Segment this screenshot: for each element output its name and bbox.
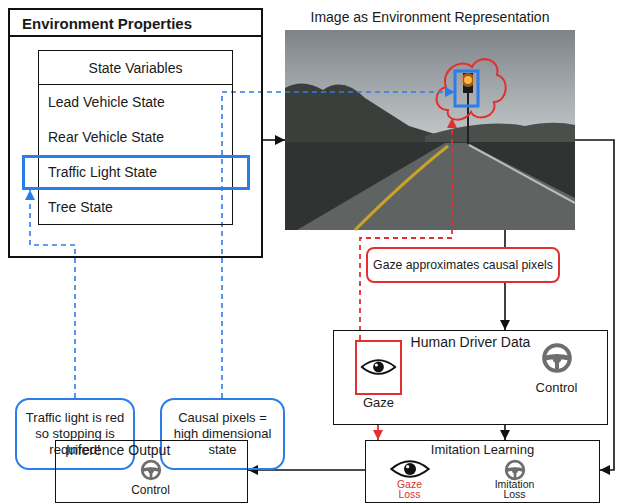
light-housing xyxy=(463,73,473,93)
node-text: State Variables xyxy=(39,51,232,85)
sky xyxy=(285,30,575,230)
list-item: Tree State xyxy=(38,190,233,225)
list-box: State VariablesLead Vehicle StateRear Ve… xyxy=(38,50,233,225)
eye-icon xyxy=(391,461,428,476)
connector xyxy=(30,190,75,398)
red-light xyxy=(464,76,472,84)
connector xyxy=(377,425,379,440)
steering-wheel-icon xyxy=(142,461,160,479)
node-text: Imitation Learning xyxy=(366,441,599,457)
image-panel: Image as Environment Representation xyxy=(285,8,575,230)
node-text: Rear Vehicle State xyxy=(38,120,233,155)
list-item: Rear Vehicle State xyxy=(38,120,233,155)
node-text: Tree State xyxy=(38,190,233,225)
node-text: Environment Properties xyxy=(10,10,261,37)
causal-box xyxy=(455,71,478,106)
connector xyxy=(575,140,614,470)
connector xyxy=(504,425,506,440)
tree-line xyxy=(285,83,435,152)
eye-icon xyxy=(362,360,396,374)
list-item: Lead Vehicle State xyxy=(38,85,233,120)
ground xyxy=(285,142,575,230)
callout-box: Causal pixels = high dimensional state xyxy=(160,398,285,470)
node-text: Gaze xyxy=(345,395,412,411)
road xyxy=(297,143,575,230)
road-scene-image xyxy=(285,30,575,230)
connector xyxy=(360,118,452,340)
lane-line xyxy=(355,146,448,230)
gaze-box: Gaze xyxy=(355,340,402,395)
icon-label: Control xyxy=(522,380,592,396)
connector xyxy=(263,139,285,141)
callout-box: Gaze approximates causal pixels xyxy=(366,247,560,283)
highlighted-item: Traffic Light State xyxy=(22,155,250,190)
hill xyxy=(425,123,575,152)
road-edge xyxy=(469,145,575,203)
steering-wheel-icon xyxy=(506,461,524,479)
node-text: Inference Output xyxy=(56,441,247,458)
light-pole xyxy=(467,90,469,144)
icon-label: Control xyxy=(116,483,186,497)
icon-label: Imitation Loss xyxy=(485,479,545,500)
gaze-cloud xyxy=(436,59,505,120)
icon-label: Gaze Loss xyxy=(387,479,433,500)
node-text: Image as Environment Representation xyxy=(285,8,575,26)
output-box: Inference OutputControl xyxy=(55,440,248,503)
data-box: Human Driver DataGazeControl xyxy=(333,330,608,425)
group-box: Environment PropertiesState VariablesLea… xyxy=(8,8,263,258)
node-text: Causal pixels = high dimensional state xyxy=(167,410,278,458)
node-text: Lead Vehicle State xyxy=(38,85,233,120)
steering-wheel-icon xyxy=(544,345,570,371)
process-box: Imitation LearningGaze Loss Imitation Los… xyxy=(365,440,600,503)
callout-box: Traffic light is red so stopping is requ… xyxy=(15,398,135,470)
light-glow xyxy=(461,73,475,87)
node-text: Traffic Light State xyxy=(25,158,247,187)
connector xyxy=(222,92,455,398)
node-text: Gaze approximates causal pixels xyxy=(372,249,554,281)
